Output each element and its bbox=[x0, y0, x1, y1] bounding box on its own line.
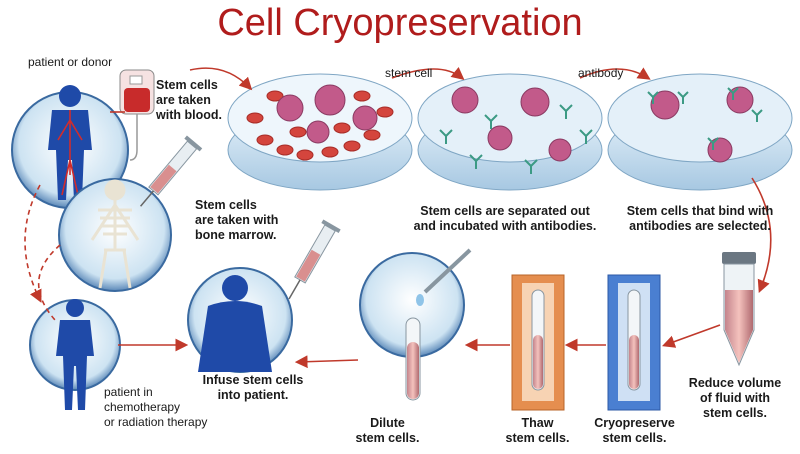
test-tube-icon bbox=[531, 289, 545, 391]
label-thaw: Thaw stem cells. bbox=[505, 416, 570, 445]
label-taken-with-blood: Stem cells are taken with blood. bbox=[156, 78, 222, 122]
donor-circle bbox=[11, 85, 129, 209]
cryopreserve-panel bbox=[607, 274, 661, 411]
blood-bag-icon bbox=[119, 69, 155, 161]
skeleton-icon bbox=[90, 179, 140, 289]
conical-tube-icon bbox=[722, 252, 756, 367]
pipette-icon bbox=[416, 248, 472, 306]
stem-cells bbox=[276, 84, 378, 144]
stem-cells bbox=[650, 86, 754, 163]
label-cryopreserve: Cryopreserve stem cells. bbox=[594, 416, 675, 445]
label-antibody: antibody bbox=[578, 66, 624, 80]
label-infuse: Infuse stem cells into patient. bbox=[202, 373, 304, 402]
infuse-patient-silhouette-icon bbox=[198, 275, 272, 372]
skeleton-circle bbox=[58, 178, 172, 292]
chemo-patient-silhouette-icon bbox=[56, 299, 94, 410]
petri-dish-1 bbox=[227, 73, 413, 191]
test-tube-icon bbox=[627, 289, 641, 391]
flow-arrows bbox=[24, 66, 772, 369]
antibodies bbox=[647, 87, 763, 150]
syringe-icon bbox=[140, 135, 203, 207]
red-blood-cells bbox=[246, 90, 394, 161]
petri-dish-3 bbox=[607, 73, 793, 191]
thaw-panel bbox=[511, 274, 565, 411]
label-stem-cell: stem cell bbox=[385, 66, 433, 80]
label-taken-with-marrow: Stem cells are taken with bone marrow. bbox=[195, 198, 279, 242]
infuse-patient-circle bbox=[187, 267, 293, 373]
antibodies bbox=[439, 104, 593, 174]
label-reduce-volume: Reduce volume of fluid with stem cells. bbox=[688, 376, 782, 420]
label-patient-or-donor: patient or donor bbox=[28, 55, 113, 69]
stem-cells bbox=[451, 86, 572, 162]
label-dilute: Dilute stem cells. bbox=[355, 416, 420, 445]
chemo-patient-circle bbox=[29, 299, 121, 410]
label-bind-selected: Stem cells that bind with antibodies are… bbox=[626, 204, 774, 233]
dilute-circle bbox=[359, 248, 472, 401]
infusion-syringe-icon bbox=[288, 219, 341, 300]
page-title: Cell Cryopreservation bbox=[217, 2, 583, 44]
label-patient-chemo: patient in chemotherapy or radiation the… bbox=[104, 385, 208, 429]
petri-dish-2 bbox=[417, 73, 603, 191]
test-tube-icon bbox=[405, 317, 421, 401]
label-separated: Stem cells are separated out and incubat… bbox=[413, 204, 597, 233]
